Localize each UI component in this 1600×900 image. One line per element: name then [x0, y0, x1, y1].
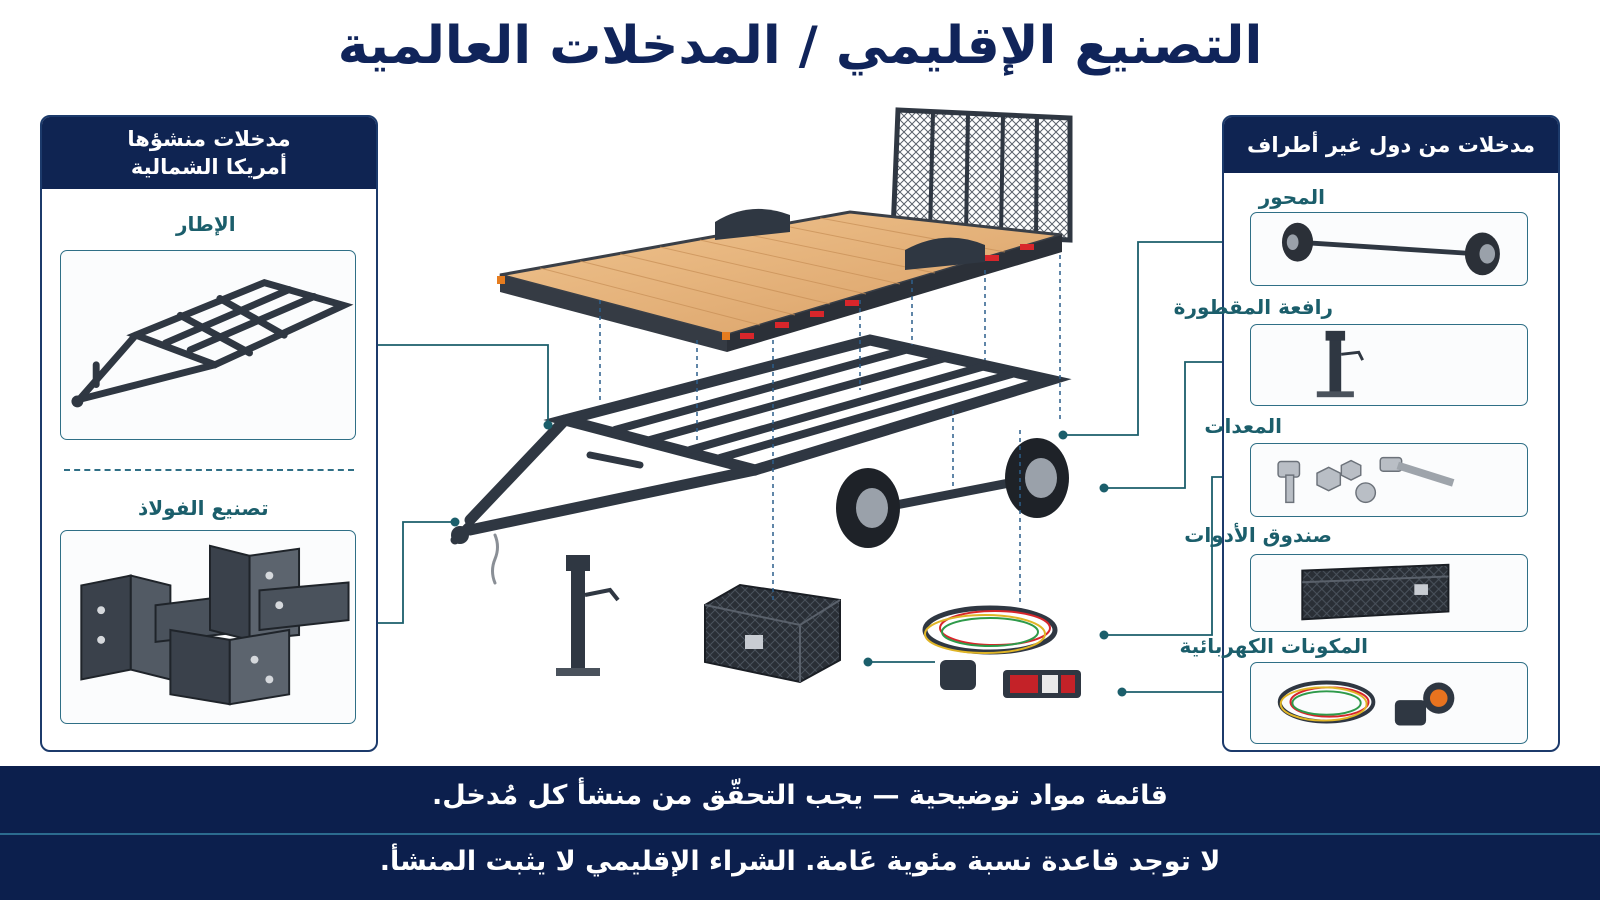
wiring-harness-icon	[1277, 680, 1455, 726]
section-label-steel: تصنيع الفولاذ	[138, 496, 269, 520]
wood-deck	[497, 208, 1063, 352]
section-label-hardware: المعدات	[1204, 414, 1282, 438]
trailer-frame	[450, 334, 1072, 585]
left-panel-divider	[64, 469, 354, 471]
trailer-jack-icon	[1316, 330, 1364, 398]
assembly-guide-lines	[599, 255, 1061, 605]
steel-bracket-icon	[80, 544, 350, 706]
section-label-toolbox: صندوق الأدوات	[1184, 523, 1332, 547]
footer-disclaimer-line1: قائمة مواد توضيحية — يجب التحقّق من منشأ…	[432, 780, 1168, 811]
trailer-jack	[556, 555, 620, 676]
leader-dots	[450, 420, 1127, 697]
toolbox-card	[1250, 554, 1528, 632]
hardware-card	[1250, 443, 1528, 517]
electrical-card	[1250, 662, 1528, 744]
section-label-axle: المحور	[1258, 185, 1325, 209]
axle-with-wheels	[836, 438, 1069, 548]
jack-card	[1250, 324, 1528, 406]
frame-card	[60, 250, 356, 440]
page-title: التصنيع الإقليمي / المدخلات العالمية	[337, 16, 1263, 76]
electrical-components	[922, 605, 1081, 698]
trailer-frame-icon	[71, 279, 354, 408]
footer-banner: قائمة مواد توضيحية — يجب التحقّق من منشأ…	[0, 766, 1600, 900]
section-label-frame: الإطار	[176, 212, 236, 236]
axle-card	[1250, 212, 1528, 286]
footer-disclaimer-line2: لا توجد قاعدة نسبة مئوية عَامة. الشراء ا…	[379, 846, 1221, 877]
left-header-line1: مدخلات منشؤها	[127, 126, 291, 151]
leader-lines	[357, 241, 1245, 693]
left-panel-header: مدخلات منشؤها أمريكا الشمالية	[42, 117, 376, 189]
section-label-jack: رافعة المقطورة	[1173, 295, 1333, 319]
toolbox-icon	[1301, 563, 1450, 621]
footer-separator	[0, 833, 1600, 835]
steel-card	[60, 530, 356, 724]
ramp-gate	[890, 107, 1073, 243]
left-header-line2: أمريكا الشمالية	[130, 155, 288, 179]
right-panel-header: مدخلات من دول غير أطراف	[1224, 117, 1558, 173]
axle-icon	[1281, 222, 1500, 276]
bolts-nuts-icon	[1277, 456, 1455, 504]
toolbox	[704, 583, 841, 684]
section-label-electrical: المكونات الكهربائية	[1179, 634, 1369, 658]
